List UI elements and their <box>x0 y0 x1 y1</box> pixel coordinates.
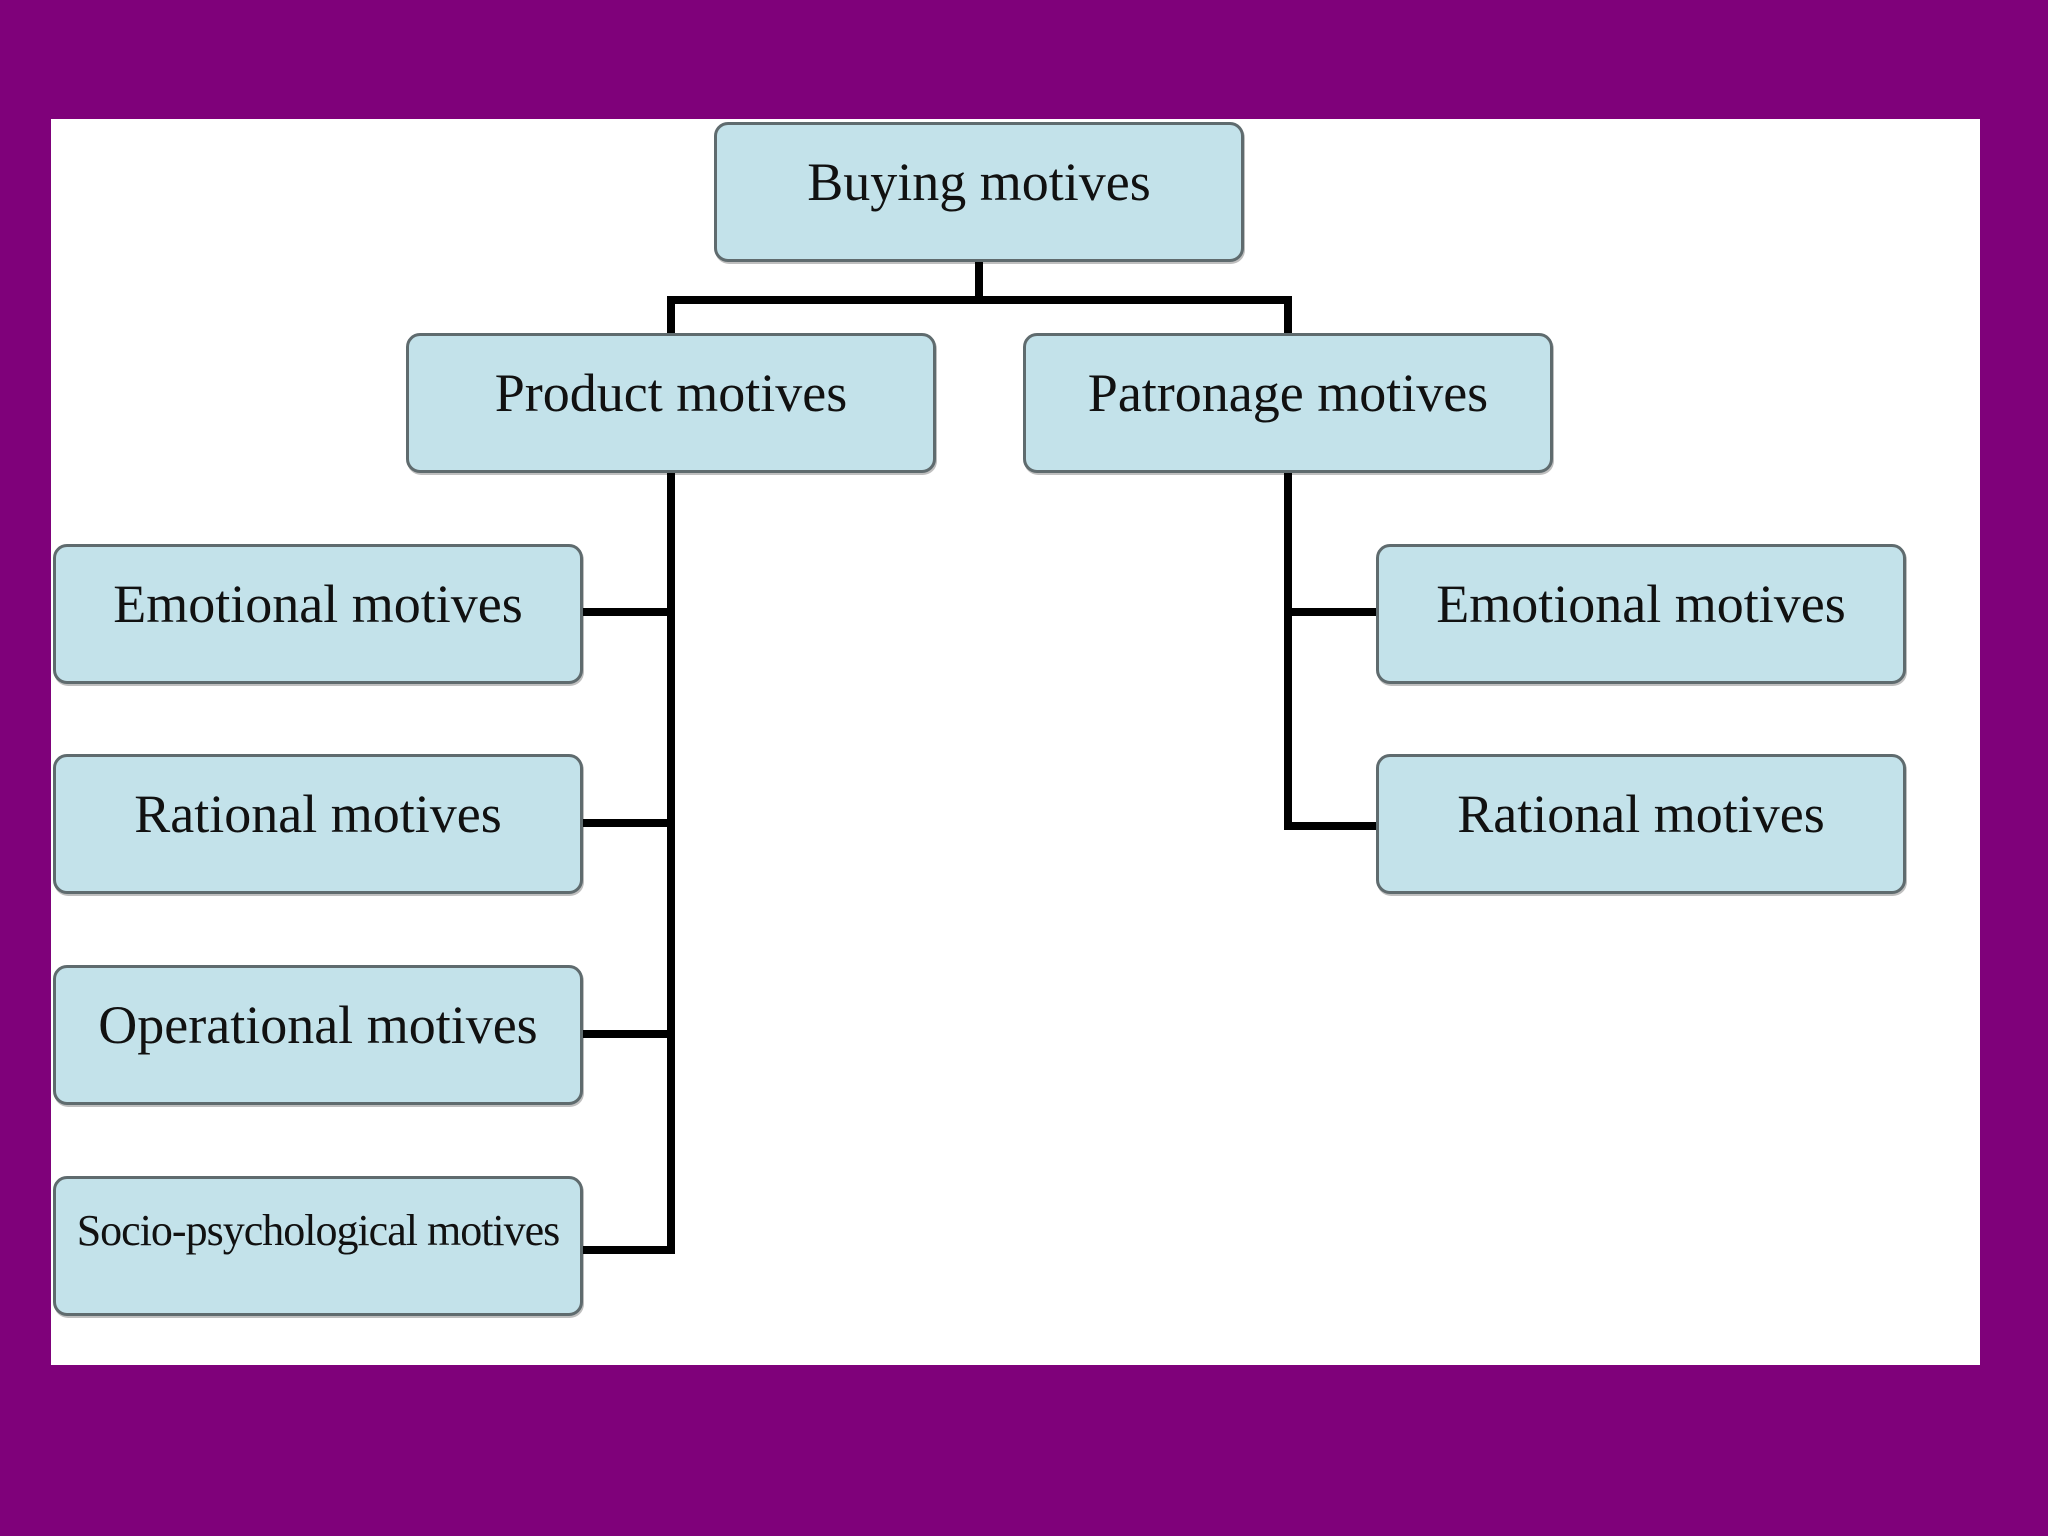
node-label: Product motives <box>494 363 848 423</box>
node-product-socio-psychological-motives: Socio-psychological motives <box>53 1176 583 1316</box>
node-patronage-emotional-motives: Emotional motives <box>1376 544 1906 684</box>
node-product-operational-motives: Operational motives <box>53 965 583 1105</box>
node-label: Patronage motives <box>1087 363 1489 423</box>
node-label: Rational motives <box>1457 784 1825 844</box>
node-label: Emotional motives <box>1436 574 1846 634</box>
node-label: Operational motives <box>98 995 538 1055</box>
node-product-rational-motives: Rational motives <box>53 754 583 894</box>
node-product-motives: Product motives <box>406 333 936 473</box>
node-label: Emotional motives <box>113 574 523 634</box>
node-label: Buying motives <box>807 152 1151 212</box>
node-patronage-rational-motives: Rational motives <box>1376 754 1906 894</box>
node-buying-motives: Buying motives <box>714 122 1244 262</box>
node-label: Socio-psychological motives <box>76 1206 561 1255</box>
node-product-emotional-motives: Emotional motives <box>53 544 583 684</box>
node-patronage-motives: Patronage motives <box>1023 333 1553 473</box>
node-label: Rational motives <box>134 784 502 844</box>
